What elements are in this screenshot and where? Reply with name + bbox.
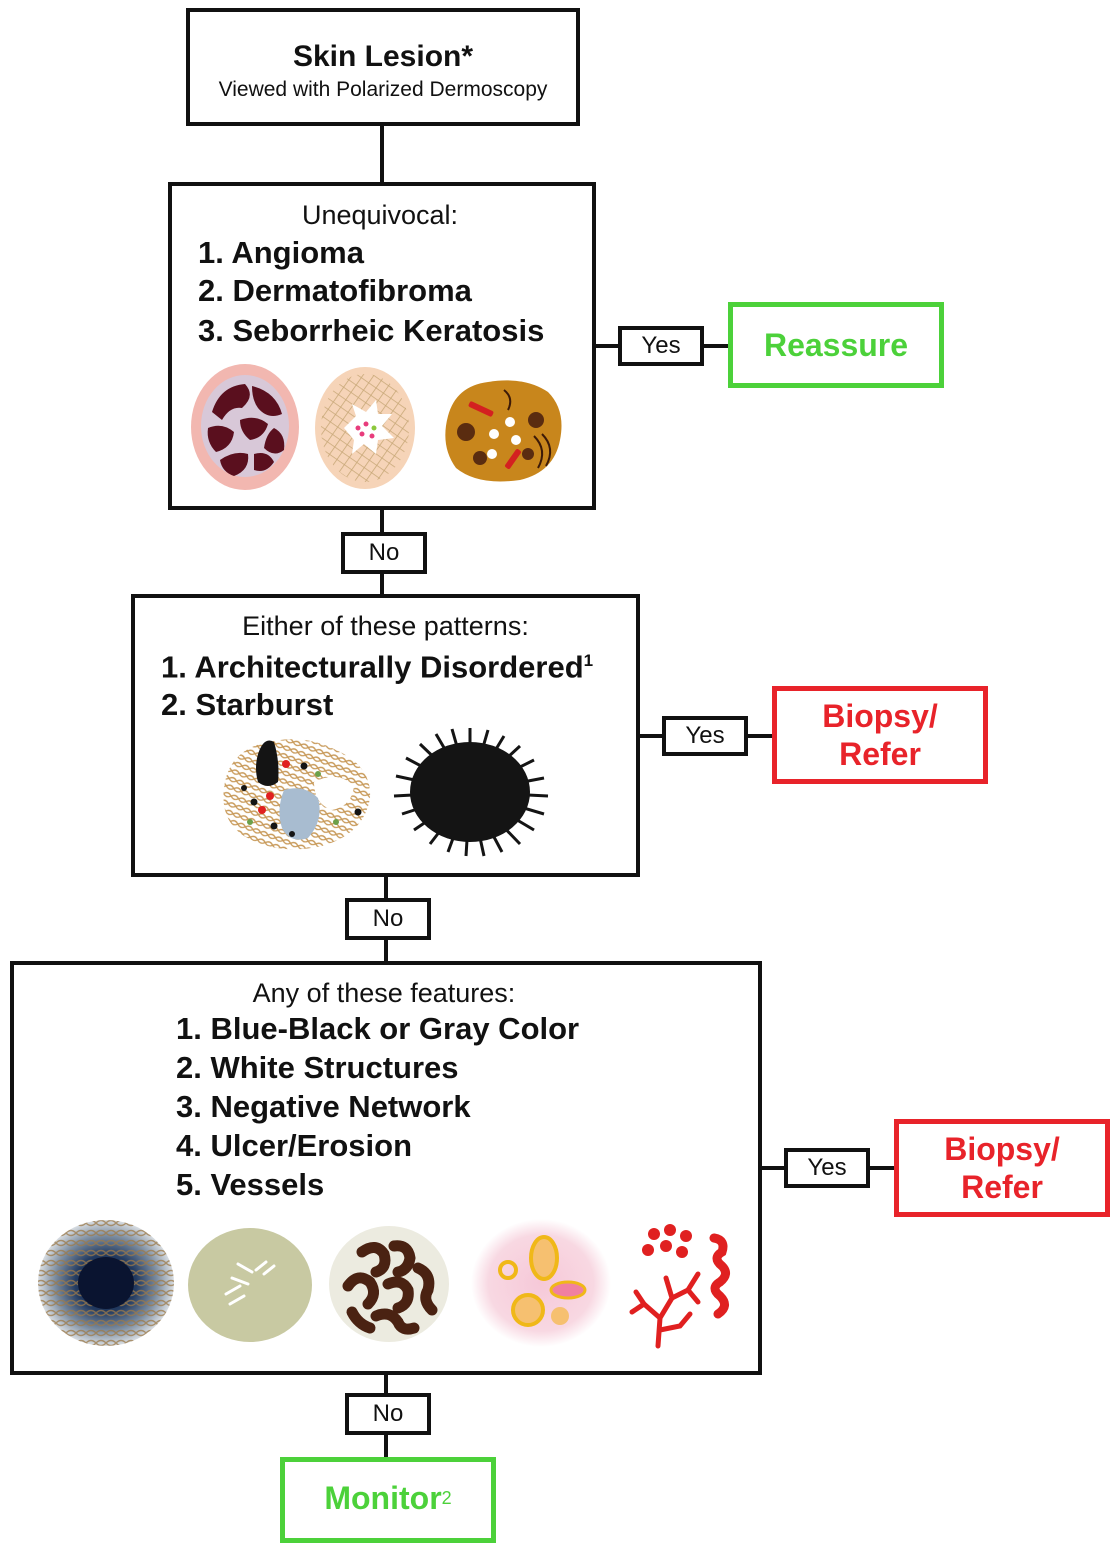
step2-no-label: No [345,898,431,940]
step1-item-angioma: 1. Angioma [198,235,364,270]
step2-yes-label: Yes [662,716,748,756]
ulcer-erosion-illustration [471,1219,611,1347]
step1-no-label: No [341,532,427,574]
outcome-biopsy-refer-step3: Biopsy/ Refer [894,1119,1110,1217]
footnote-marker-2: 2 [441,1487,452,1508]
start-title: Skin Lesion* [292,40,474,73]
step2-box: Either of these patterns: 1. Architectur… [131,594,640,877]
step3-item-vessels: 5. Vessels [176,1167,325,1202]
step1-criteria-list: 1. Angioma 2. Dermatofibroma 3. Seborrhe… [172,234,592,350]
step2-item-starburst: 2. Starburst [161,687,334,723]
dermatofibroma-illustration [315,367,415,489]
connector-start-step1 [380,124,384,184]
step1-item-seborrheic-keratosis: 3. Seborrheic Keratosis [198,313,545,348]
step3-item-negative-network: 3. Negative Network [176,1089,471,1124]
step3-heading: Any of these features: [252,978,516,1008]
angioma-illustration [191,364,299,490]
start-subtitle: Viewed with Polarized Dermoscopy [218,78,548,101]
step2-heading: Either of these patterns: [242,611,529,641]
seborrheic-keratosis-illustration [445,380,562,482]
architecturally-disordered-illustration [223,739,371,850]
start-box: Skin Lesion* Viewed with Polarized Dermo… [186,8,580,126]
outcome-step2-line2: Refer [839,736,921,772]
step3-no-label: No [345,1393,431,1435]
negative-network-illustration [329,1226,449,1342]
step3-item-blue-black-gray: 1. Blue-Black or Gray Color [176,1011,580,1046]
outcome-biopsy-refer-step2: Biopsy/ Refer [772,686,988,784]
outcome-step3-line2: Refer [961,1169,1043,1205]
step2-item-architecturally-disordered: 1. Architecturally Disordered1 [161,649,594,685]
vessels-illustration [629,1224,730,1349]
step3-yes-label: Yes [784,1148,870,1188]
step2-criteria-list: 1. Architecturally Disordered1 2. Starbu… [135,642,636,724]
white-structures-illustration [188,1228,312,1342]
outcome-step2-line1: Biopsy/ [822,698,938,734]
step3-item-ulcer-erosion: 4. Ulcer/Erosion [176,1128,413,1163]
step1-heading: Unequivocal: [301,200,459,230]
blue-black-gray-illustration [38,1220,174,1346]
outcome-step3-line1: Biopsy/ [944,1131,1060,1167]
starburst-illustration [393,728,549,857]
step3-criteria-list: 1. Blue-Black or Gray Color 2. White Str… [14,1009,758,1204]
step1-item-dermatofibroma: 2. Dermatofibroma [198,273,472,308]
step3-item-white-structures: 2. White Structures [176,1050,459,1085]
step1-yes-label: Yes [618,326,704,366]
outcome-reassure: Reassure [728,302,944,388]
footnote-marker-1: 1 [583,651,594,670]
step1-box: Unequivocal: 1. Angioma 2. Dermatofibrom… [168,182,596,510]
